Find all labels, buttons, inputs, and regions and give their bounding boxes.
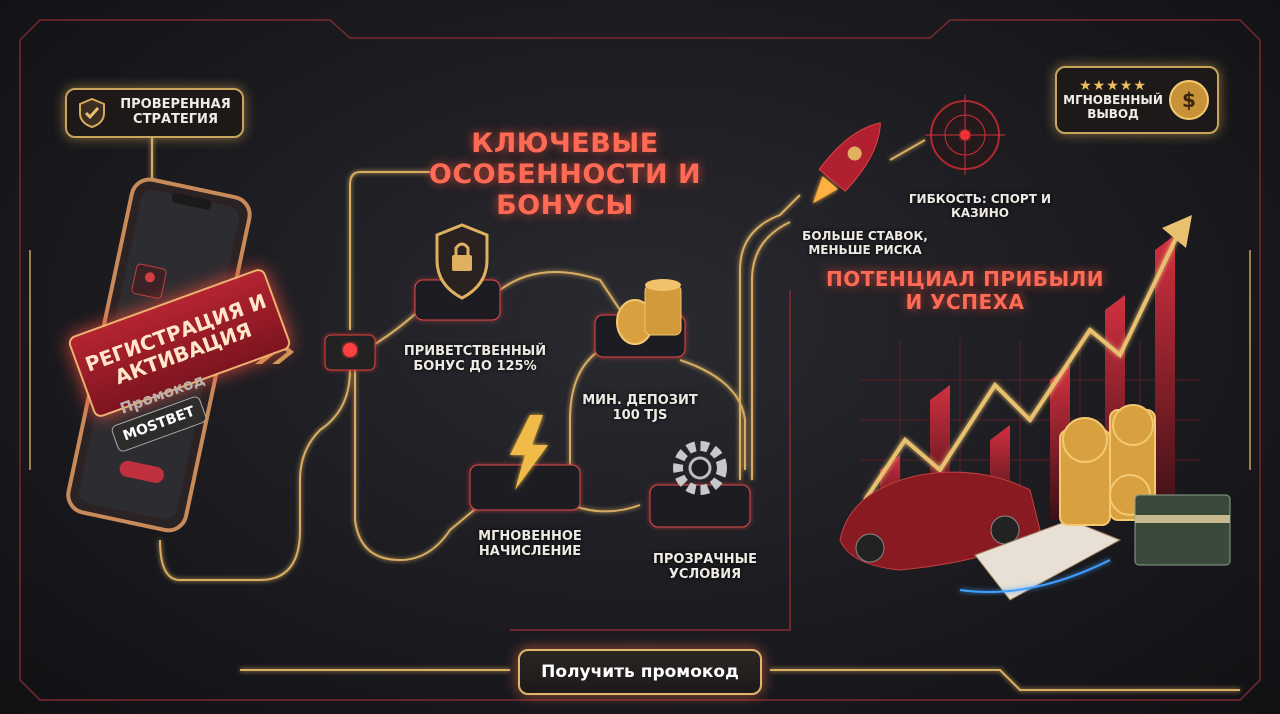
circuit-wires bbox=[151, 137, 1240, 691]
profit-title: Потенциал прибыли и успеха bbox=[825, 267, 1105, 314]
feature-min-deposit: Мин. депозит 100 TJS bbox=[582, 393, 698, 423]
main-title: Ключевые особенности и бонусы bbox=[428, 128, 702, 222]
get-promo-code-button[interactable]: Получить промокод bbox=[518, 649, 762, 695]
feature-welcome-bonus: Приветственный бонус до 125% bbox=[403, 344, 547, 374]
feature-transparent-terms: Прозрачные условия bbox=[652, 552, 758, 582]
five-stars-icon: ★★★★★ bbox=[1079, 78, 1147, 95]
rocket-label: Больше ставок, меньше риска bbox=[802, 229, 928, 257]
target-label: Гибкость: спорт и казино bbox=[908, 192, 1052, 220]
frame bbox=[19, 19, 1261, 701]
feature-platforms bbox=[414, 223, 751, 528]
yacht-icon bbox=[959, 519, 1122, 601]
feature-instant-credit: Мгновенное начисление bbox=[478, 529, 582, 559]
dollar-coin-icon: $ bbox=[1169, 80, 1209, 120]
hub-node bbox=[324, 334, 376, 371]
coins-icon bbox=[594, 279, 686, 358]
lightning-icon bbox=[469, 415, 581, 511]
instant-withdrawal-label: Мгновенный вывод bbox=[1063, 93, 1163, 121]
target-icon bbox=[925, 95, 1005, 175]
shield-lock-icon bbox=[414, 223, 501, 321]
bitcoin-coins-icon bbox=[1059, 404, 1156, 526]
car-icon bbox=[839, 471, 1041, 571]
proven-strategy-badge: Проверенная стратегия bbox=[65, 88, 244, 138]
gear-icon bbox=[649, 441, 751, 528]
shield-check-icon bbox=[79, 97, 105, 129]
cash-stack-icon bbox=[1134, 494, 1231, 566]
rocket-icon bbox=[812, 122, 881, 204]
profit-growth-graphic bbox=[839, 215, 1231, 601]
instant-withdrawal-badge: ★★★★★ Мгновенный вывод $ bbox=[1055, 66, 1219, 134]
proven-strategy-label: Проверенная стратегия bbox=[120, 97, 231, 127]
